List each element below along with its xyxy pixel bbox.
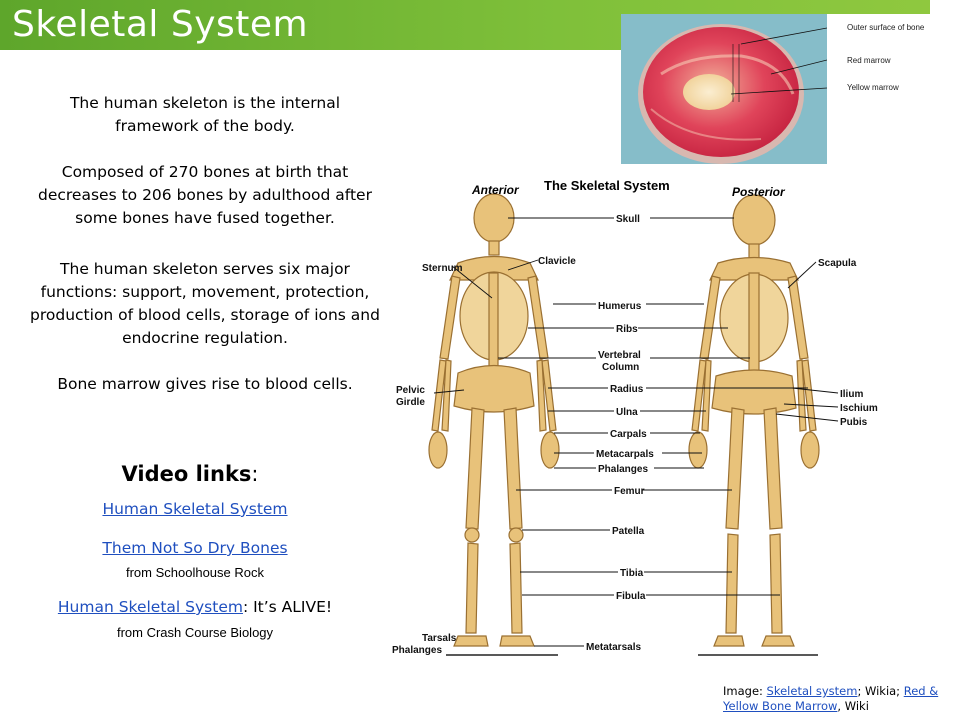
label-patella: Patella (612, 526, 645, 537)
slide-title: Skeletal System (12, 4, 309, 45)
video-link-row-2: Them Not So Dry Bones (0, 539, 390, 557)
credit-mid: ; Wikia; (857, 684, 904, 698)
label-clavicle: Clavicle (538, 256, 576, 267)
label-tarsals: Tarsals (422, 633, 457, 644)
label-radius: Radius (610, 384, 644, 395)
video-source-schoolhouse: from Schoolhouse Rock (125, 565, 264, 580)
label-scapula: Scapula (818, 258, 857, 269)
label-phalanges-hand: Phalanges (598, 464, 648, 475)
label-ilium: Ilium (840, 389, 863, 400)
label-phalanges-foot: Phalanges (392, 645, 442, 656)
label-pelvic: Pelvic (396, 385, 425, 396)
label-vertebral: Vertebral (598, 350, 641, 361)
video-links-colon: : (251, 462, 259, 486)
credit-suffix: , Wiki (837, 699, 869, 713)
label-humerus: Humerus (598, 301, 642, 312)
video-links-heading: Video links: (0, 462, 380, 486)
label-ribs: Ribs (616, 324, 638, 335)
credit-link-skeletal-system[interactable]: Skeletal system (766, 684, 858, 698)
bone-marrow-labels: Outer surface of bone Red marrow Yellow … (827, 14, 930, 164)
label-girdle: Girdle (396, 397, 425, 408)
label-yellow-marrow: Yellow marrow (847, 83, 899, 92)
posterior-skeleton (688, 194, 820, 647)
label-red-marrow: Red marrow (847, 56, 891, 65)
right-labels: Scapula Ilium Ischium Pubis (818, 258, 878, 428)
label-anterior: Anterior (471, 183, 520, 197)
label-pubis: Pubis (840, 417, 868, 428)
body-text: The human skeleton is the internal frame… (30, 92, 380, 396)
video-link-dry-bones[interactable]: Them Not So Dry Bones (102, 539, 288, 557)
label-tibia: Tibia (620, 568, 644, 579)
paragraph-marrow: Bone marrow gives rise to blood cells. (57, 375, 353, 393)
label-ulna: Ulna (616, 407, 638, 418)
video-source-crash-course: from Crash Course Biology (116, 625, 274, 640)
label-metatarsals: Metatarsals (586, 642, 641, 653)
bone-cross-section-illustration (621, 14, 827, 164)
video-links-heading-text: Video links (121, 462, 252, 486)
label-column: Column (602, 362, 639, 373)
pointer-lines (433, 217, 839, 647)
paragraph-bone-count: Composed of 270 bones at birth that decr… (38, 163, 372, 227)
skeleton-diagram-title: The Skeletal System (544, 178, 670, 193)
video-link-human-skeletal-system[interactable]: Human Skeletal System (102, 500, 288, 518)
paragraph-functions: The human skeleton serves six major func… (30, 260, 380, 347)
skeleton-diagram: Anterior The Skeletal System Posterior S… (388, 168, 888, 668)
center-labels: Skull Humerus Ribs Vertebral Column Radi… (586, 214, 654, 653)
bone-marrow-photo (621, 14, 827, 164)
label-posterior: Posterior (732, 185, 786, 199)
label-femur: Femur (614, 486, 645, 497)
anterior-skeleton (428, 193, 560, 647)
label-outer-surface: Outer surface of bone (847, 23, 925, 32)
video-link-row-3: Human Skeletal System: It’s ALIVE! (0, 598, 390, 616)
left-labels: Sternum Clavicle Pelvic Girdle Tarsals P… (392, 256, 576, 656)
video-link-crash-course[interactable]: Human Skeletal System (57, 598, 243, 616)
label-sternum: Sternum (422, 263, 463, 274)
label-metacarpals: Metacarpals (596, 449, 654, 460)
video-link-3-suffix: : It’s ALIVE! (242, 598, 333, 616)
label-ischium: Ischium (840, 403, 878, 414)
video-link-row-1: Human Skeletal System (0, 500, 390, 518)
label-fibula: Fibula (616, 591, 646, 602)
credit-prefix: Image: (723, 684, 767, 698)
label-skull: Skull (616, 214, 640, 225)
label-carpals: Carpals (610, 429, 647, 440)
image-credit: Image: Skeletal system; Wikia; Red & Yel… (723, 684, 948, 714)
paragraph-definition: The human skeleton is the internal frame… (69, 94, 341, 135)
credit-link-bone-marrow[interactable]: Red & Yellow Bone Marrow (723, 684, 939, 713)
